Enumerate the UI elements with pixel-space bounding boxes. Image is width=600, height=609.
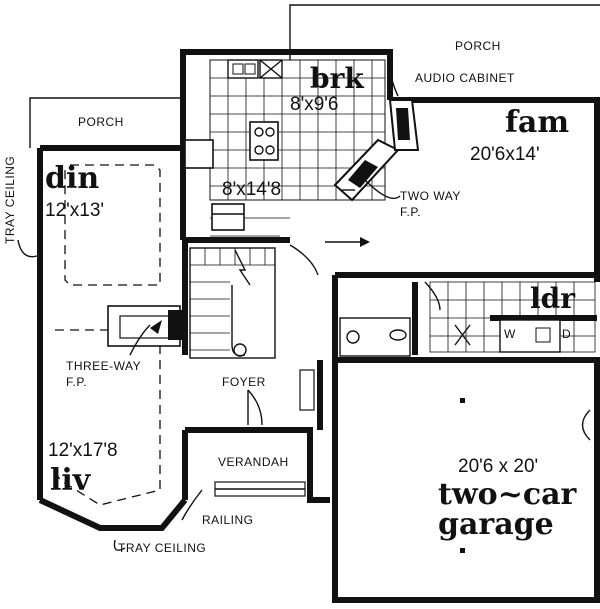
label-verandah: VERANDAH bbox=[218, 455, 289, 469]
audio-cabinet bbox=[388, 99, 420, 151]
label-garage-dim: 20'6 x 20' bbox=[458, 456, 538, 477]
door-swings bbox=[247, 244, 591, 441]
label-ldr-name: ldr bbox=[530, 282, 576, 315]
three-way-fireplace bbox=[107, 305, 182, 347]
dining-tray-ceiling bbox=[64, 164, 161, 286]
staircase bbox=[189, 247, 276, 359]
garage-markers bbox=[460, 398, 465, 553]
label-garage-line1: two~car bbox=[438, 477, 578, 512]
label-washer: W bbox=[504, 327, 516, 341]
label-three-way-fp: F.P. bbox=[66, 375, 87, 389]
label-three-way: THREE-WAY bbox=[66, 359, 141, 373]
washer-dryer bbox=[499, 319, 561, 353]
label-dryer: D bbox=[562, 327, 571, 341]
label-tray-ceiling-left: TRAY CEILING bbox=[3, 156, 17, 244]
label-two-way-fp: F.P. bbox=[400, 205, 421, 219]
label-foyer: FOYER bbox=[222, 375, 266, 389]
label-tray-ceiling-bottom: TRAY CEILING bbox=[118, 541, 206, 555]
two-way-fireplace bbox=[333, 138, 400, 202]
laundry-tile-floor bbox=[429, 281, 596, 353]
label-liv-name: liv bbox=[50, 463, 92, 498]
label-din-name: din bbox=[45, 161, 99, 196]
label-fam-dim: 20'6x14' bbox=[470, 144, 540, 165]
powder-room bbox=[339, 317, 411, 357]
kitchen-fixtures bbox=[184, 59, 283, 231]
label-porch-left: PORCH bbox=[78, 115, 124, 129]
label-railing: RAILING bbox=[202, 513, 254, 527]
label-liv-dim: 12'x17'8 bbox=[48, 440, 118, 461]
label-fam-name: fam bbox=[505, 105, 569, 140]
label-din-dim: 12'x13' bbox=[45, 200, 104, 221]
living-tray-ceiling bbox=[54, 329, 161, 506]
label-kitchen-dim: 8'x14'8 bbox=[222, 179, 281, 200]
label-porch-top: PORCH bbox=[455, 39, 501, 53]
label-brk-name: brk bbox=[310, 62, 364, 95]
label-garage-line2: garage bbox=[438, 507, 554, 542]
leader-lines bbox=[17, 79, 401, 551]
verandah-railing bbox=[214, 481, 306, 497]
label-audio-cabinet: AUDIO CABINET bbox=[415, 71, 515, 85]
label-two-way: TWO WAY bbox=[400, 189, 461, 203]
label-brk-dim: 8'x9'6 bbox=[290, 94, 338, 115]
flow-arrows bbox=[150, 189, 370, 334]
